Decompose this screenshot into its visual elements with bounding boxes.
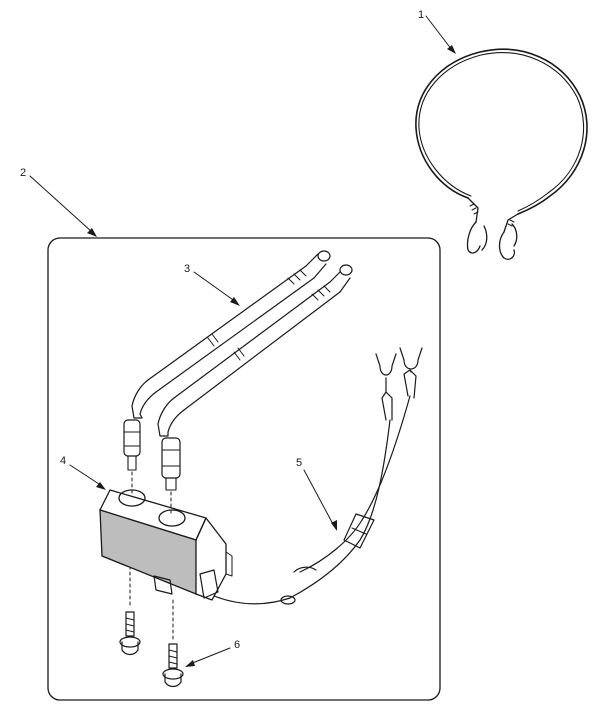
callout-label-rods: 3 (184, 263, 190, 275)
callout-label-block: 4 (60, 455, 66, 467)
kit-frame (47, 237, 441, 701)
screw-right (162, 643, 184, 688)
terminal-block (99, 489, 233, 601)
callout-kit: 2 (20, 167, 97, 237)
callout-label-harness: 5 (296, 457, 302, 469)
callout-block: 4 (60, 455, 106, 490)
heater-rods (123, 250, 353, 491)
callout-label-kit: 2 (20, 167, 26, 179)
wire-ring (415, 48, 588, 260)
callout-ring: 1 (418, 9, 456, 54)
screw-left (119, 611, 141, 656)
callout-screw: 6 (185, 639, 240, 667)
callout-label-screw: 6 (234, 639, 240, 651)
callout-harness: 5 (296, 457, 337, 531)
callout-rods: 3 (184, 263, 240, 306)
wire-harness (213, 347, 423, 605)
callout-label-ring: 1 (418, 9, 424, 21)
